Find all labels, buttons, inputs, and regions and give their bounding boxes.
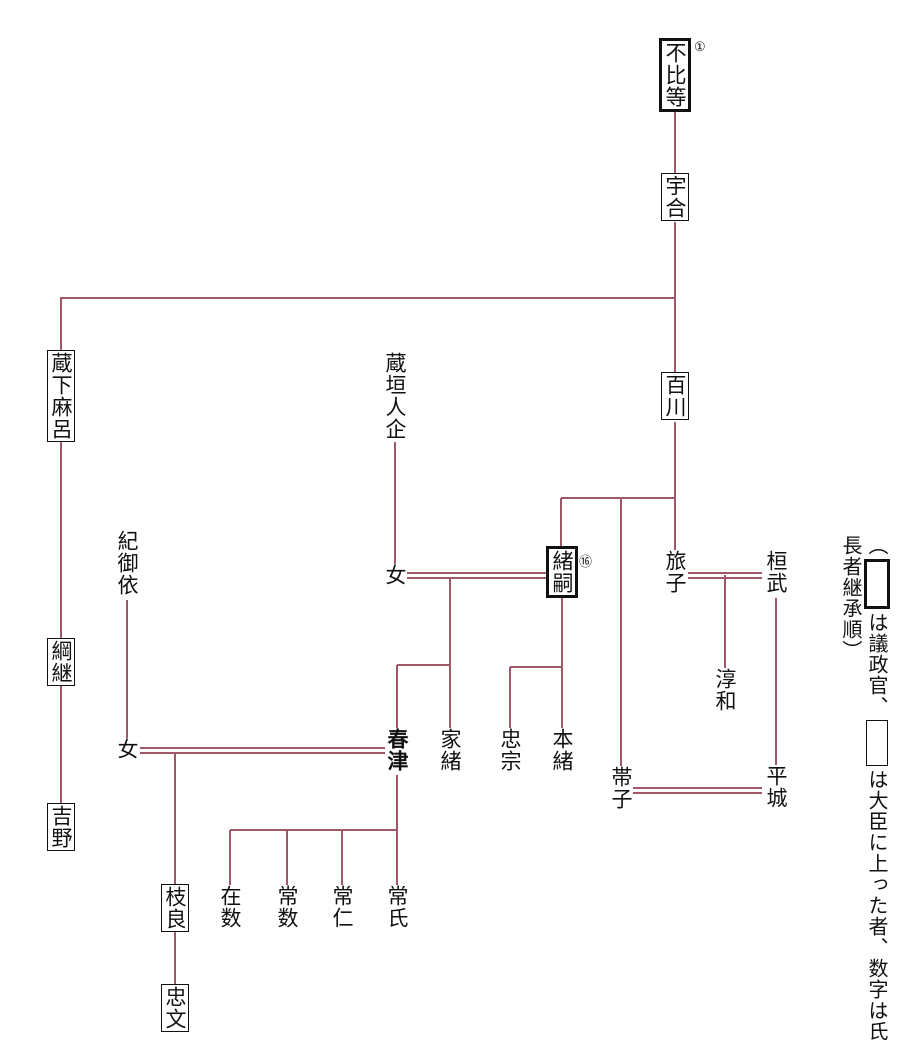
person-arikazu: 在数 (218, 885, 242, 929)
person-tadafumi: 忠文 (161, 984, 189, 1032)
legend-open: （ (865, 535, 889, 556)
line-harutsu-children (229, 775, 398, 885)
person-onna2: 女 (115, 738, 139, 760)
person-tsunehito: 常仁 (330, 885, 354, 929)
person-yoshino: 吉野 (47, 803, 75, 851)
person-tadamune: 忠宗 (498, 728, 522, 772)
legend: （ は議政官、は大臣に上った者、数字は氏長者継承順） (838, 535, 890, 1061)
person-tsunatsugu: 綱継 (47, 638, 75, 686)
person-mototsugu: 本緒 (550, 728, 574, 772)
person-kurajimaro: 蔵下麻呂 (47, 350, 75, 442)
person-kurakaki: 蔵垣人企 (383, 352, 407, 440)
line-otsugu-branch (509, 666, 562, 728)
person-fuhito: 不比等 (659, 38, 691, 112)
person-otsugu: 緒嗣 (546, 546, 578, 598)
person-tsuneuji: 常氏 (385, 885, 409, 929)
person-obiko: 帯子 (609, 766, 633, 810)
succession-number: ① (694, 40, 706, 55)
legend-text-2: は大臣に上った者、数字は氏長者継承順 (839, 535, 889, 1042)
person-heizei: 平城 (764, 765, 788, 809)
person-edayoshi: 枝良 (161, 884, 189, 932)
person-junna: 淳和 (713, 668, 737, 712)
legend-thin-box (866, 720, 888, 766)
person-harutsu: 春津 (385, 728, 410, 772)
person-momokawa: 百川 (661, 372, 689, 420)
person-onna1: 女 (383, 564, 407, 586)
succession-number: ⑯ (579, 555, 593, 570)
person-umakai: 宇合 (661, 173, 689, 221)
line-harutsu-branch (396, 664, 450, 728)
legend-thick-box (864, 559, 890, 609)
legend-text-1: は議政官、 (865, 612, 889, 717)
person-ietsugu: 家緒 (438, 728, 462, 772)
person-kanmu: 桓武 (764, 550, 788, 594)
person-tabiko: 旅子 (663, 550, 687, 594)
person-tsunekazu: 常数 (275, 885, 299, 929)
marriage-lines (140, 572, 762, 794)
legend-close: ） (839, 640, 863, 661)
person-kinomiyori: 紀御依 (115, 530, 139, 596)
